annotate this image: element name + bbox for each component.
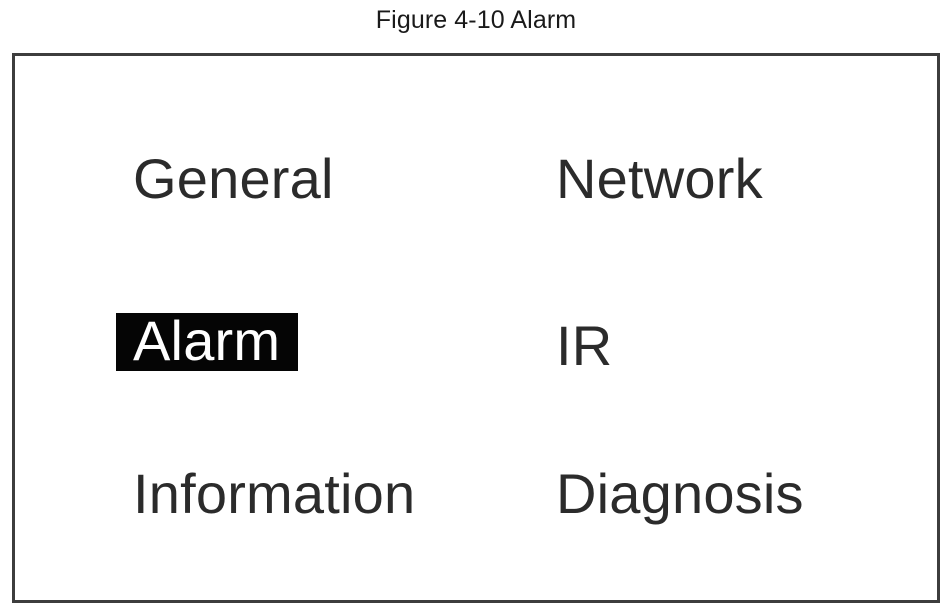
menu-item-label: General bbox=[133, 147, 334, 210]
menu-item-label: Network bbox=[556, 147, 763, 210]
menu-item-alarm[interactable]: Alarm bbox=[116, 309, 299, 372]
menu-item-diagnosis[interactable]: Diagnosis bbox=[556, 465, 804, 523]
menu-item-label: Alarm bbox=[133, 309, 281, 372]
device-screen-frame: General Alarm Information Network IR Dia… bbox=[12, 53, 940, 603]
menu-item-network[interactable]: Network bbox=[556, 150, 763, 208]
main-menu: General Alarm Information Network IR Dia… bbox=[15, 56, 937, 600]
figure-caption: Figure 4-10 Alarm bbox=[375, 6, 577, 34]
menu-item-ir[interactable]: IR bbox=[556, 317, 612, 375]
menu-item-information[interactable]: Information bbox=[133, 465, 415, 523]
menu-item-label: Information bbox=[133, 462, 416, 525]
menu-item-label: Diagnosis bbox=[556, 462, 804, 525]
menu-item-label: IR bbox=[556, 314, 613, 377]
menu-item-general[interactable]: General bbox=[133, 150, 334, 208]
